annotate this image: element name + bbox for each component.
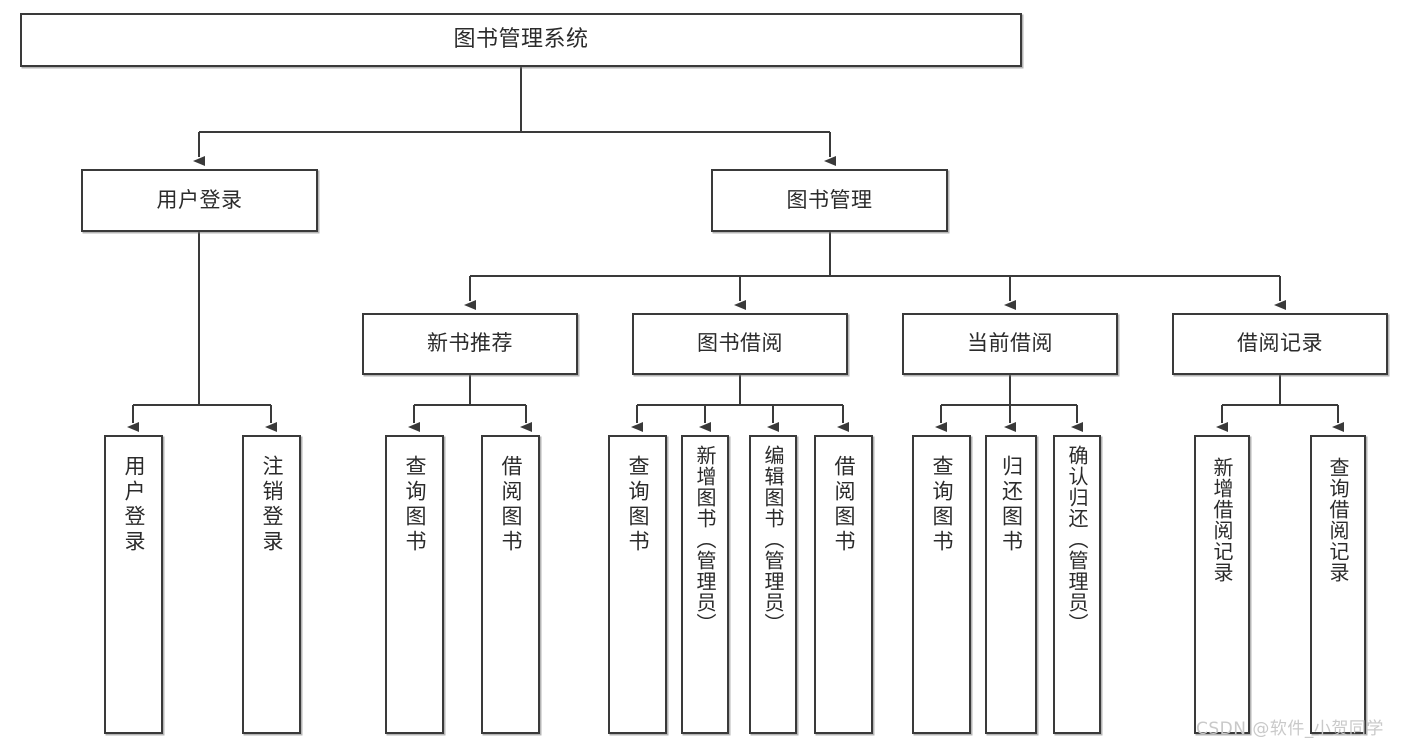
leaf-add-book-admin[interactable]: 新增图书（管理员） <box>681 435 729 734</box>
leaf-return-book[interactable]: 归还图书 <box>985 435 1037 734</box>
node-book-borrow[interactable]: 图书借阅 <box>632 313 848 375</box>
leaf-logout[interactable]: 注销登录 <box>242 435 301 734</box>
node-label: 新增图书（管理员） <box>693 445 717 634</box>
leaf-edit-book-admin[interactable]: 编辑图书（管理员） <box>749 435 797 734</box>
node-label: 图书借阅 <box>697 331 783 356</box>
leaf-query-book-borrow[interactable]: 查询图书 <box>608 435 667 734</box>
node-label: 新书推荐 <box>427 331 513 356</box>
node-label: 查询图书 <box>626 455 650 555</box>
node-label: 借阅图书 <box>832 455 856 555</box>
leaf-user-login[interactable]: 用户登录 <box>104 435 163 734</box>
node-label: 图书管理系统 <box>453 26 589 52</box>
leaf-query-book-new[interactable]: 查询图书 <box>385 435 444 734</box>
node-label: 编辑图书（管理员） <box>761 445 785 634</box>
node-current-borrow[interactable]: 当前借阅 <box>902 313 1118 375</box>
leaf-add-borrow-record[interactable]: 新增借阅记录 <box>1194 435 1250 734</box>
node-borrow-record[interactable]: 借阅记录 <box>1172 313 1388 375</box>
node-label: 图书管理 <box>786 187 873 212</box>
node-label: 查询图书 <box>930 455 954 555</box>
node-label: 借阅图书 <box>499 455 523 555</box>
node-root-book-management-system[interactable]: 图书管理系统 <box>20 13 1022 67</box>
node-label: 当前借阅 <box>967 331 1053 356</box>
node-label: 查询图书 <box>403 455 427 555</box>
leaf-borrow-book-new[interactable]: 借阅图书 <box>481 435 540 734</box>
node-user-login[interactable]: 用户登录 <box>81 169 318 232</box>
leaf-confirm-return-admin[interactable]: 确认归还（管理员） <box>1053 435 1101 734</box>
node-label: 确认归还（管理员） <box>1065 445 1089 634</box>
node-label: 用户登录 <box>122 455 146 555</box>
leaf-query-borrow-record[interactable]: 查询借阅记录 <box>1310 435 1366 734</box>
node-new-book-recommend[interactable]: 新书推荐 <box>362 313 578 375</box>
node-label: 注销登录 <box>260 455 284 555</box>
node-label: 借阅记录 <box>1237 331 1323 356</box>
node-label: 归还图书 <box>999 455 1024 555</box>
node-label: 新增借阅记录 <box>1210 457 1234 583</box>
node-label: 用户登录 <box>156 187 243 212</box>
leaf-query-book-current[interactable]: 查询图书 <box>912 435 971 734</box>
node-book-management[interactable]: 图书管理 <box>711 169 948 232</box>
node-label: 查询借阅记录 <box>1326 457 1350 583</box>
leaf-borrow-book[interactable]: 借阅图书 <box>814 435 873 734</box>
